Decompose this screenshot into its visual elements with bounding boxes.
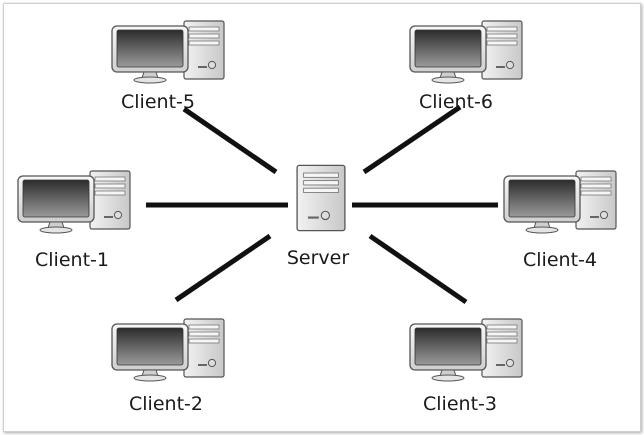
computer-icon	[409, 318, 523, 382]
client-6-label: Client-6	[419, 91, 493, 113]
links	[146, 104, 498, 305]
server-node: Server	[287, 164, 349, 269]
link-server-client-3	[368, 233, 468, 305]
computer-icon	[17, 170, 131, 234]
client-2-label: Client-2	[129, 393, 203, 415]
computer-icon	[111, 20, 225, 84]
link-server-client-6	[362, 104, 462, 175]
client-5-node: Client-5	[111, 20, 225, 113]
client-2-node: Client-2	[111, 318, 225, 415]
server-tower-icon	[296, 164, 346, 232]
client-6-node: Client-6	[409, 20, 523, 113]
client-3-label: Client-3	[423, 393, 497, 415]
client-4-label: Client-4	[523, 249, 597, 271]
client-1-node: Client-1	[17, 170, 131, 271]
client-4-node: Client-4	[503, 170, 617, 271]
link-server-client-5	[182, 106, 278, 175]
server-label: Server	[287, 247, 349, 269]
computer-icon	[111, 318, 225, 382]
computer-icon	[503, 170, 617, 234]
computer-icon	[409, 20, 523, 84]
client-3-node: Client-3	[409, 318, 523, 415]
link-server-client-2	[174, 233, 272, 303]
client-5-label: Client-5	[121, 91, 195, 113]
client-1-label: Client-1	[35, 249, 109, 271]
